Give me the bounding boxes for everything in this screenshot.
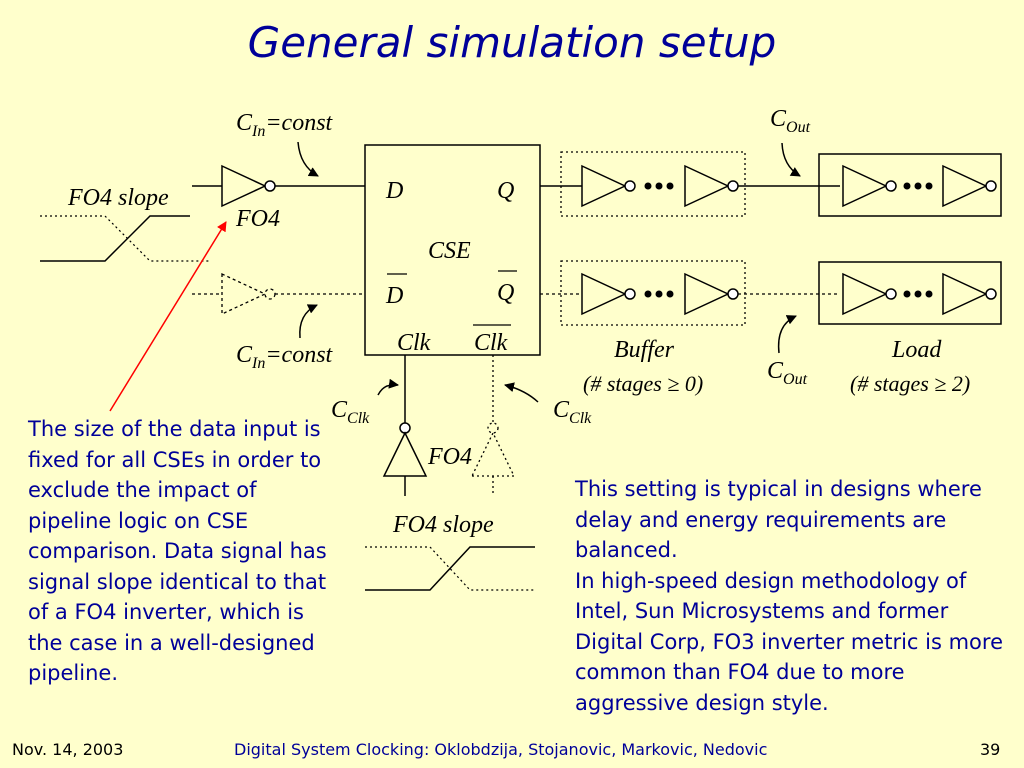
- cclk-right-arrow: [504, 382, 539, 403]
- methodology-note-text-2: In high-speed design methodology of Inte…: [575, 568, 1003, 715]
- buffer-box-top: [560, 151, 746, 217]
- clock-dummy-inverter: [470, 355, 516, 496]
- cclk-left-arrow: [377, 378, 399, 396]
- cse-clkbar-label: Clk: [474, 330, 508, 356]
- fo4-slope-bottom-label: FO4 slope: [392, 512, 494, 538]
- buffer-ellipsis-bottom: [644, 290, 674, 298]
- clock-slope-waveform: [365, 546, 535, 591]
- load-ellipsis-top: [903, 182, 933, 190]
- input-fo4-inverter: [192, 164, 365, 208]
- cse-clk-label: Clk: [397, 330, 431, 356]
- buffer-inverters-top: [581, 164, 739, 208]
- input-dummy-inverter: [192, 272, 365, 316]
- data-input-note-text: The size of the data input is fixed for …: [28, 417, 327, 685]
- load-ellipsis-bottom: [903, 290, 933, 298]
- data-input-note: The size of the data input is fixed for …: [28, 414, 338, 689]
- load-box-bottom: [818, 261, 1002, 325]
- buffer-ellipsis-top: [644, 182, 674, 190]
- cse-name-label: CSE: [428, 238, 471, 264]
- cin-bottom-label: CIn=const: [236, 342, 334, 372]
- cse-d-label: D: [385, 178, 403, 204]
- cin-bottom-arrow: [299, 304, 318, 339]
- footer-date: Nov. 14, 2003: [12, 740, 124, 759]
- cclk-left-label: CClk: [331, 397, 370, 427]
- footer-page-number: 39: [980, 740, 1001, 759]
- clock-fo4-inverter: [382, 355, 428, 496]
- cout-top-arrow: [781, 142, 801, 177]
- load-inverters-bottom: [842, 272, 997, 316]
- fo4-slope-left-label: FO4 slope: [67, 185, 169, 211]
- cin-top-label: CIn=const: [236, 110, 334, 140]
- load-box-top: [818, 153, 1002, 217]
- load-inverters-top: [842, 164, 997, 208]
- cclk-right-label: CClk: [553, 397, 592, 427]
- fo4-input-label: FO4: [235, 206, 280, 232]
- cse-q-label: Q: [497, 178, 514, 204]
- methodology-note-text-1: This setting is typical in designs where…: [575, 477, 982, 562]
- slide-title: General simulation setup: [247, 18, 777, 67]
- fo4-clock-label: FO4: [427, 444, 472, 470]
- input-slope-waveform: [40, 215, 210, 262]
- load-stages-label: (# stages ≥ 2): [850, 371, 970, 396]
- buffer-box-bottom: [560, 260, 746, 326]
- footer-title: Digital System Clocking: Oklobdzija, Sto…: [234, 740, 768, 759]
- cout-top-label: COut: [770, 106, 811, 136]
- cin-top-arrow: [297, 141, 319, 177]
- cse-dbar-label: D: [385, 283, 403, 309]
- buffer-label: Buffer: [614, 337, 675, 363]
- cse-box: [364, 144, 541, 356]
- load-label: Load: [891, 337, 942, 363]
- cse-qbar-label: Q: [497, 280, 514, 306]
- buffer-stages-label: (# stages ≥ 0): [583, 371, 703, 396]
- note-pointer-arrow: [109, 221, 227, 412]
- cout-mid-label: COut: [767, 358, 808, 388]
- cout-mid-arrow: [777, 315, 797, 354]
- simulation-setup-diagram: CIn=const FO4 slope FO4 D Q CSE D Q Clk …: [40, 106, 1002, 591]
- methodology-note: This setting is typical in designs where…: [575, 474, 1015, 718]
